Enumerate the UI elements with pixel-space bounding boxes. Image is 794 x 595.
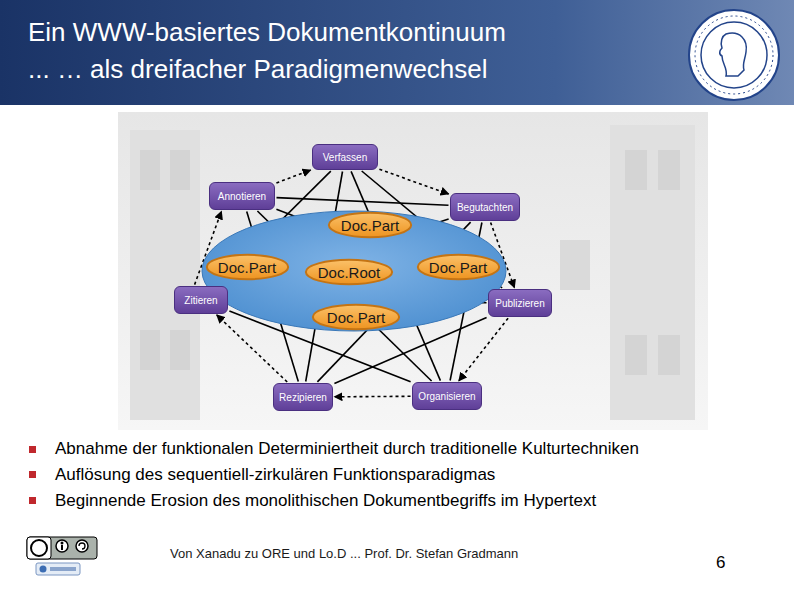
- activity-box: Organisieren: [412, 382, 482, 410]
- node-label: Annotieren: [218, 191, 266, 202]
- activity-box: Zitieren: [174, 286, 228, 314]
- document-part-ellipse: Doc.Part: [312, 304, 400, 330]
- node-label: Rezipieren: [279, 392, 327, 403]
- node-label: Verfassen: [323, 152, 367, 163]
- document-part-ellipse: Doc.Part: [206, 254, 289, 280]
- node-label: Publizieren: [495, 298, 544, 309]
- node-label: Zitieren: [184, 295, 217, 306]
- flow-arrow: [217, 315, 287, 382]
- node-label: Begutachten: [457, 202, 513, 213]
- cc-license-badge: [27, 537, 97, 559]
- openoffice-logo: [36, 563, 80, 575]
- document-part-ellipse: Doc.Root: [305, 259, 393, 285]
- node-label: Doc.Part: [327, 309, 385, 326]
- document-part-ellipse: Doc.Part: [328, 212, 412, 238]
- node-label: Organisieren: [418, 391, 475, 402]
- connector-line: [277, 198, 449, 206]
- activity-box: Publizieren: [488, 289, 552, 317]
- slide-title: Ein WWW-basiertes Dokumentkontinuum ... …: [28, 14, 508, 88]
- page-number-holder: 6: [716, 552, 725, 574]
- bullet-text-holder: Beginnende Erosion des monolithischen Do…: [55, 490, 596, 512]
- page-number: 6: [716, 553, 725, 572]
- node-label: Doc.Part: [341, 217, 399, 234]
- activity-box: Annotieren: [209, 182, 275, 210]
- title-bar: [0, 0, 794, 105]
- activity-box: Begutachten: [450, 193, 520, 221]
- bullet-markers: [29, 446, 36, 504]
- node-label: Doc.Part: [218, 259, 276, 276]
- building-photo: [118, 112, 708, 430]
- bullet-text-holder: Abnahme der funktionalen Determinierthei…: [55, 438, 639, 460]
- document-part-ellipse: Doc.Part: [417, 254, 500, 280]
- activity-box: Verfassen: [312, 144, 378, 170]
- bullet-text-holder: Auflösung des sequentiell-zirkulären Fun…: [55, 464, 495, 486]
- bullet-text: Auflösung des sequentiell-zirkulären Fun…: [55, 465, 495, 484]
- flow-arrow: [276, 170, 310, 183]
- flow-arrow: [335, 395, 411, 397]
- title-block: Ein WWW-basiertes Dokumentkontinuum ... …: [28, 14, 508, 88]
- university-logo: [689, 10, 779, 100]
- activity-box: Rezipieren: [273, 383, 333, 411]
- flow-arrow: [379, 169, 448, 194]
- footer-text-holder: Von Xanadu zu ORE und Lo.D ... Prof. Dr.…: [170, 544, 518, 562]
- flow-arrow: [459, 318, 508, 381]
- bullet-text: Beginnende Erosion des monolithischen Do…: [55, 491, 596, 510]
- bullet-text: Abnahme der funktionalen Determinierthei…: [55, 439, 639, 458]
- footer-text: Von Xanadu zu ORE und Lo.D ... Prof. Dr.…: [170, 546, 518, 561]
- node-label: Doc.Root: [318, 264, 381, 281]
- node-label: Doc.Part: [429, 259, 487, 276]
